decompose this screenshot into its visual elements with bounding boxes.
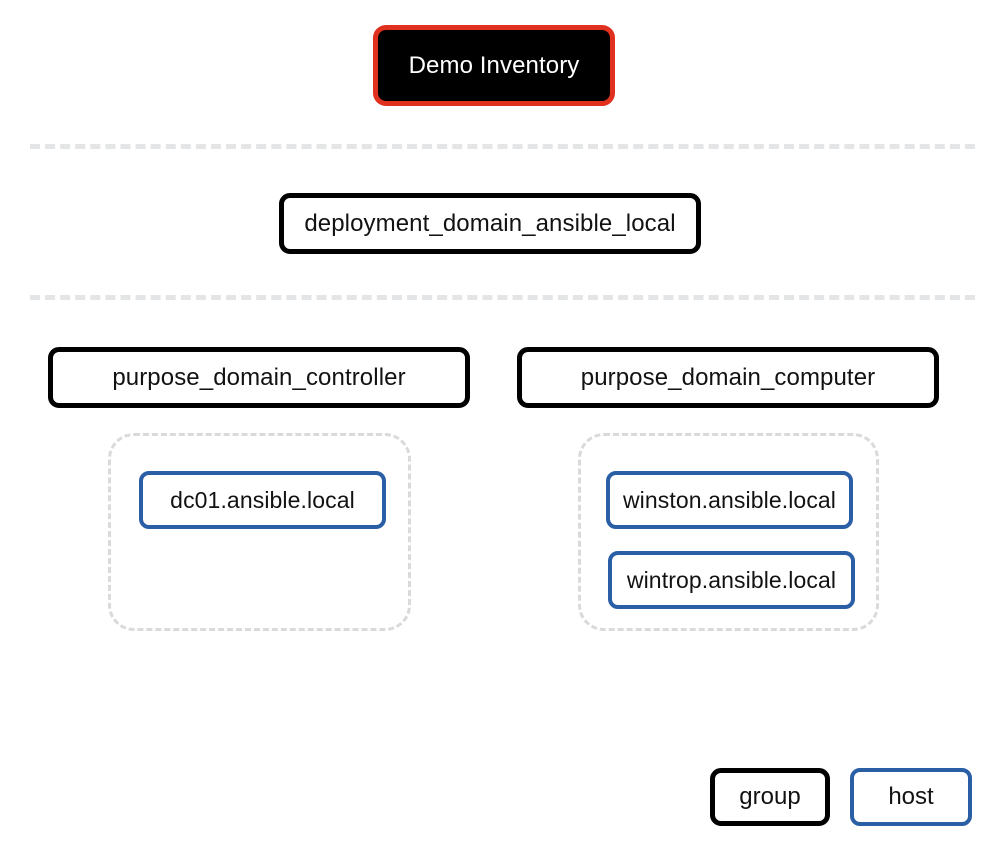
legend: group host [710, 768, 972, 826]
legend-item-group-label: group [739, 783, 801, 810]
group-node-purpose-domain-controller[interactable]: purpose_domain_controller [48, 347, 470, 408]
host-container-purpose-domain-controller: dc01.ansible.local [108, 433, 411, 631]
inventory-root-node[interactable]: Demo Inventory [373, 25, 615, 106]
legend-item-group: group [710, 768, 830, 826]
legend-item-host: host [850, 768, 972, 826]
group-node-label: purpose_domain_controller [112, 363, 406, 391]
legend-item-host-label: host [888, 783, 934, 810]
group-node-label: deployment_domain_ansible_local [304, 209, 676, 237]
host-node-label: dc01.ansible.local [170, 486, 355, 513]
host-node-wintrop[interactable]: wintrop.ansible.local [608, 551, 855, 609]
group-node-label: purpose_domain_computer [580, 363, 876, 391]
host-node-dc01[interactable]: dc01.ansible.local [139, 471, 386, 529]
rank-separator-2 [30, 295, 975, 300]
group-node-deployment-domain-ansible-local[interactable]: deployment_domain_ansible_local [279, 193, 701, 254]
host-node-label: winston.ansible.local [622, 486, 837, 513]
group-node-purpose-domain-computer[interactable]: purpose_domain_computer [517, 347, 939, 408]
host-node-winston[interactable]: winston.ansible.local [606, 471, 853, 529]
rank-separator-1 [30, 144, 975, 149]
host-node-label: wintrop.ansible.local [626, 566, 837, 593]
host-container-purpose-domain-computer: winston.ansible.local wintrop.ansible.lo… [578, 433, 879, 631]
inventory-root-label: Demo Inventory [408, 51, 580, 79]
